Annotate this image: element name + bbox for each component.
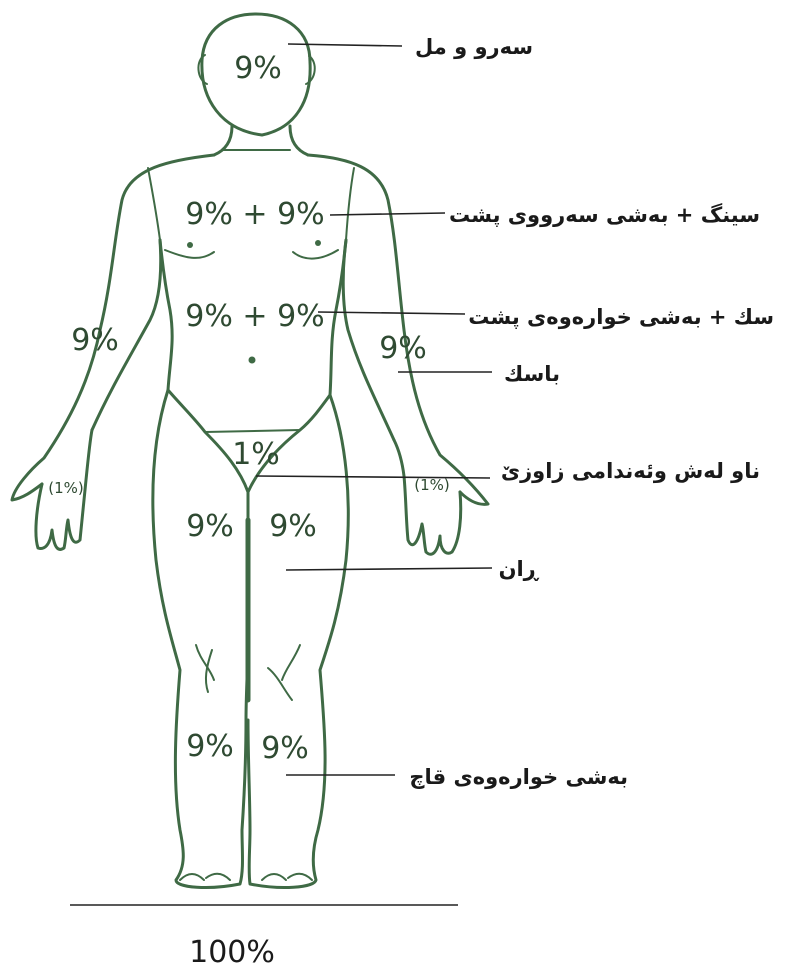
left-arm-percent: 9%	[71, 323, 119, 358]
total-percent: 100%	[189, 935, 275, 970]
label-thigh: ڕان	[499, 557, 540, 581]
chest-percent: 9% + 9%	[185, 197, 324, 232]
label-abdomen-lower-back: سك + بەشی خوارەوەی پشت	[468, 305, 774, 329]
label-chest-upper-back: سینگ + بەشی سەرووی پشت	[449, 202, 760, 227]
right-hand-percent: (1%)	[414, 476, 450, 494]
left-lower-leg-percent: 9%	[186, 729, 234, 764]
groin-percent: 1%	[232, 437, 280, 472]
leader-lines	[256, 44, 492, 775]
label-arm: باسك	[504, 362, 560, 386]
head-neck-percent: 9%	[234, 51, 282, 86]
left-hand-percent: (1%)	[48, 479, 84, 497]
right-lower-leg-percent: 9%	[261, 731, 309, 766]
left-thigh-percent: 9%	[186, 509, 234, 544]
label-head-neck: سەرو و مل	[415, 35, 533, 59]
right-thigh-percent: 9%	[269, 509, 317, 544]
right-arm-percent: 9%	[379, 331, 427, 366]
label-lower-leg: بەشی خوارەوەی قاچ	[409, 765, 628, 790]
abdomen-percent: 9% + 9%	[185, 299, 324, 334]
label-groin: ناو لەش وئەندامی زاوزێ	[501, 459, 760, 483]
